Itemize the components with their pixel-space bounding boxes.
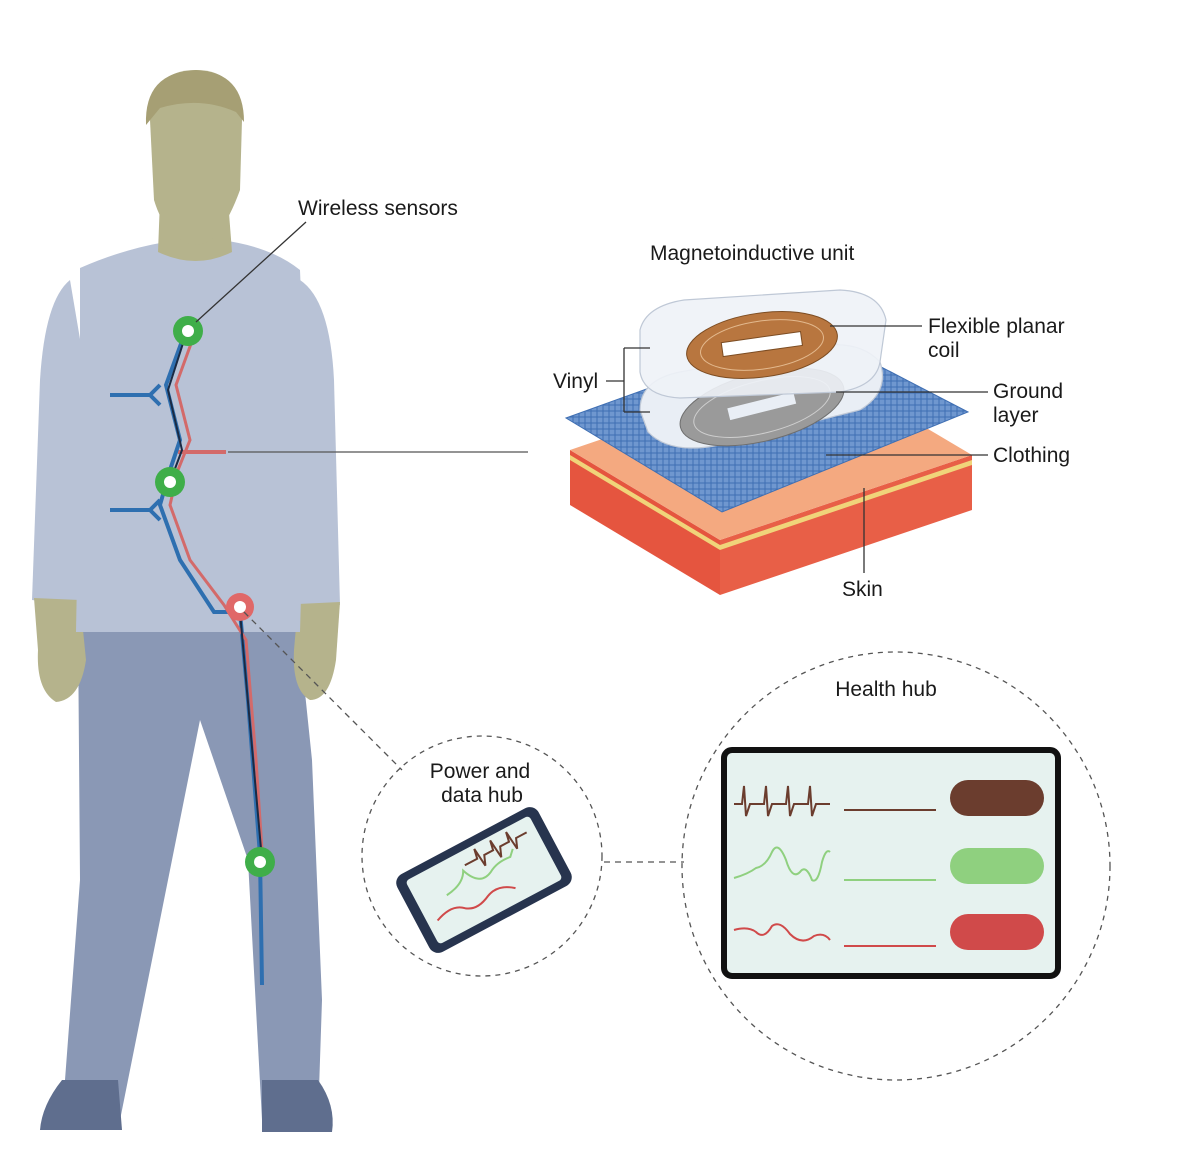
- sensor-middle: [155, 467, 185, 497]
- copper-coil-slot: [720, 330, 804, 358]
- shirt: [76, 240, 306, 632]
- left-shoe: [40, 1080, 122, 1130]
- right-hand: [293, 602, 340, 700]
- phone-ppg-trace: [446, 848, 514, 897]
- phone-ecg-trace: [464, 831, 528, 867]
- power-hub-circle: [361, 735, 603, 977]
- fat-stripe: [570, 455, 972, 550]
- label-clothing: Clothing: [993, 444, 1070, 467]
- wireless-sensors-leader: [195, 221, 307, 323]
- sensor-upper: [173, 316, 203, 346]
- label-ground-layer-2: layer: [993, 404, 1039, 427]
- health-hub-circle: [681, 651, 1111, 1081]
- body-to-hub-dashed: [243, 611, 403, 771]
- sensor-hub-red: [226, 593, 254, 621]
- copper-coil-ring: [700, 319, 824, 371]
- trace-main-red: [168, 329, 264, 851]
- hair: [145, 70, 244, 125]
- trace-stub-upper: [110, 383, 162, 407]
- monitor-ecg-pill: [950, 780, 1044, 816]
- left-arm: [32, 280, 92, 606]
- skin-block-side-right: [720, 455, 972, 595]
- magnetoinductive-unit: Magnetoinductive unit Vinyl Flexible pla…: [553, 242, 1070, 601]
- label-power-hub-2: data hub: [441, 784, 523, 807]
- right-shoe: [262, 1080, 333, 1132]
- label-skin: Skin: [842, 578, 883, 601]
- head: [150, 70, 242, 245]
- monitor-resp-trace: [733, 923, 831, 942]
- vinyl-leader: [606, 347, 650, 413]
- smartphone: [396, 807, 572, 953]
- label-power-hub-1: Power and: [430, 760, 530, 783]
- phone-resp-trace: [436, 886, 516, 922]
- label-wireless-sensors: Wireless sensors: [298, 197, 458, 220]
- monitor-ecg-trace: [734, 785, 830, 817]
- monitor-ppg-pill: [950, 848, 1044, 884]
- label-flexible-planar-coil-1: Flexible planar: [928, 315, 1065, 338]
- label-vinyl: Vinyl: [553, 370, 598, 393]
- monitor-resp-pill: [950, 914, 1044, 950]
- trace-stub-lower: [110, 498, 162, 522]
- sensor-knee: [245, 847, 275, 877]
- skin-block-side-left: [570, 450, 720, 595]
- label-health-hub: Health hub: [835, 678, 937, 701]
- ground-coil-slot: [727, 391, 797, 421]
- label-flexible-planar-coil-2: coil: [928, 339, 960, 362]
- pants: [62, 625, 322, 1120]
- left-hand: [34, 598, 86, 702]
- health-hub-monitor: [721, 747, 1061, 979]
- label-ground-layer-1: Ground: [993, 380, 1063, 403]
- label-magnetoinductive-unit: Magnetoinductive unit: [650, 242, 854, 265]
- monitor-ppg-trace: [733, 846, 831, 882]
- human-figure: [32, 70, 340, 1132]
